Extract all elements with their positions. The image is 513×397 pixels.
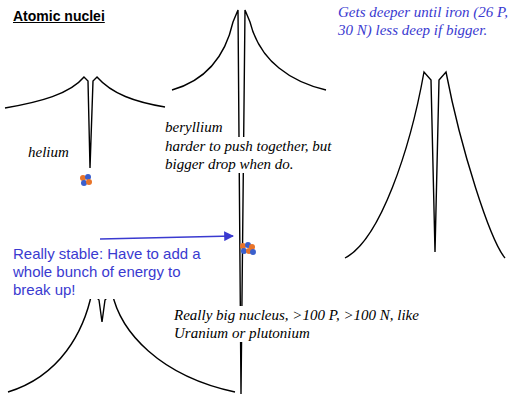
leader-arrow [100,236,233,239]
helium-nucleons [80,174,92,186]
annotation: Gets deeper until iron (26 P, 30 N) less… [336,3,510,39]
helium-well [5,77,165,168]
element-name: beryllium [163,118,225,136]
iron-well [345,72,505,258]
element-name: helium [26,143,71,161]
annotation: Really stable: Have to add a whole bunch… [11,245,220,299]
note: harder to push together, but bigger drop… [163,137,337,173]
note: Really big nucleus, >100 P, >100 N, like… [172,306,426,342]
slide-title: Atomic nuclei [11,7,107,25]
beryllium-nucleons [240,242,256,255]
